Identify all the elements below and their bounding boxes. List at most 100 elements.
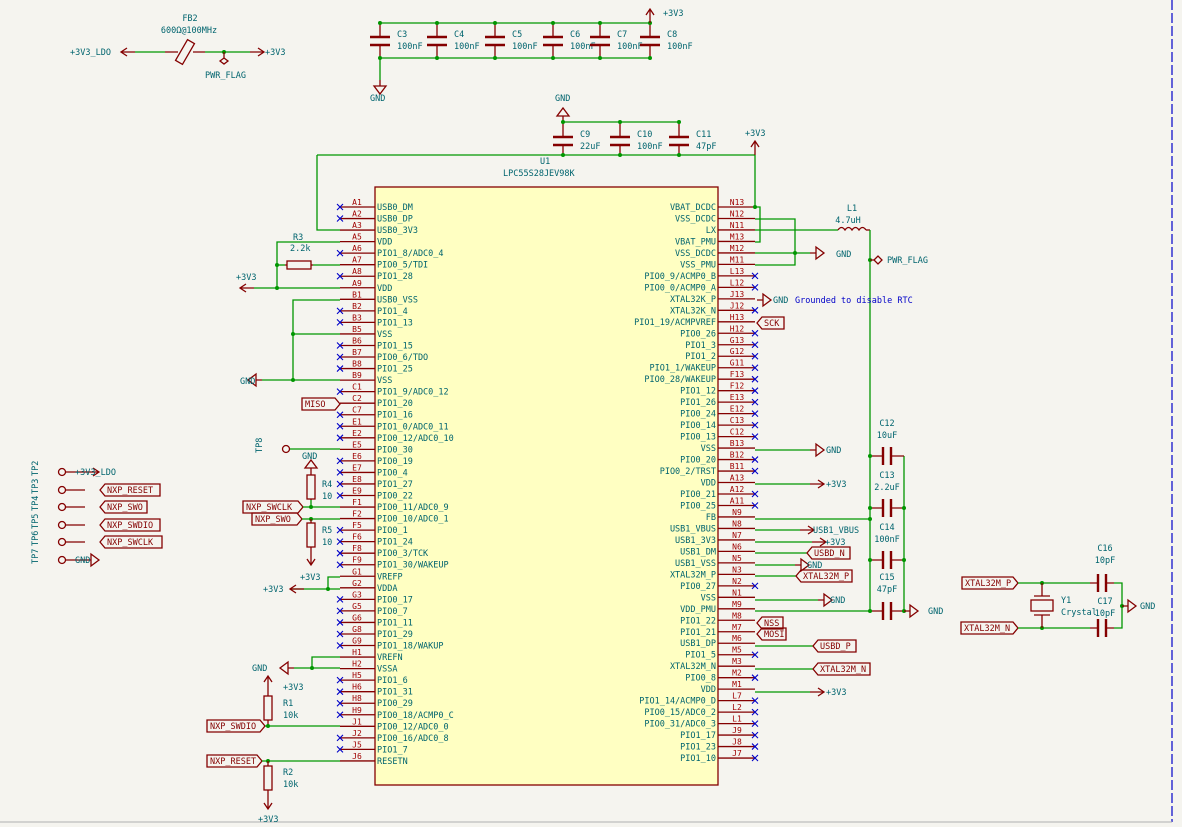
wire[interactable] — [755, 218, 796, 266]
capacitor-icon[interactable] — [485, 35, 505, 47]
capacitor-icon[interactable] — [427, 35, 447, 47]
capacitor-icon[interactable] — [543, 35, 563, 47]
inductor-icon[interactable] — [837, 226, 867, 232]
capacitor-ref: C13 — [879, 471, 894, 481]
test-point-icon[interactable] — [57, 502, 67, 512]
capacitor-ref: C7 — [617, 30, 627, 40]
pin-name: PIO0_20 — [680, 456, 716, 466]
pin-number: A12 — [730, 485, 745, 494]
gnd-symbol-icon — [246, 372, 262, 388]
gnd-symbol-icon — [818, 592, 834, 608]
pin-name: VDD — [701, 685, 716, 695]
nxp-swdio-label[interactable] — [206, 719, 266, 733]
no-connect-icon — [336, 699, 344, 707]
wire[interactable] — [327, 576, 340, 589]
pin-number: E1 — [352, 417, 362, 426]
pin-number: M1 — [732, 680, 742, 689]
capacitor-value: 100nF — [397, 42, 423, 52]
pin-number: A6 — [352, 244, 362, 253]
xtal32m-n-label[interactable] — [960, 621, 1019, 635]
resistor-icon[interactable] — [263, 695, 273, 721]
pin-name: VDD — [377, 284, 392, 294]
pin-number: J13 — [730, 290, 745, 299]
crystal-value: Crystal — [1061, 608, 1097, 618]
crystal-icon[interactable] — [1030, 599, 1054, 612]
xtal32m-n-label[interactable] — [812, 662, 871, 676]
capacitor-icon[interactable] — [590, 35, 610, 47]
resistor-icon[interactable] — [306, 474, 316, 500]
test-point-icon[interactable] — [57, 520, 67, 530]
capacitor-icon[interactable] — [1096, 574, 1108, 592]
wire[interactable] — [311, 656, 340, 668]
pin-number: B3 — [352, 313, 362, 322]
wire[interactable] — [316, 155, 340, 231]
capacitor-icon[interactable] — [881, 602, 893, 620]
ferrite-bead-icon[interactable] — [174, 38, 196, 66]
pin-name: USB0_VSS — [377, 295, 418, 305]
resistor-icon[interactable] — [306, 522, 316, 548]
crystal-lead — [1034, 583, 1050, 628]
capacitor-icon[interactable] — [610, 135, 630, 147]
xtal32m-p-label[interactable] — [795, 569, 853, 583]
u1-body[interactable] — [374, 186, 719, 786]
miso-label[interactable] — [301, 397, 341, 411]
capacitor-icon[interactable] — [881, 551, 893, 569]
pin-number: C1 — [352, 383, 362, 392]
test-point-icon[interactable] — [57, 555, 67, 565]
no-connect-icon — [751, 490, 759, 498]
nxp-swclk-label[interactable] — [99, 535, 163, 549]
pin-number: L7 — [732, 692, 742, 701]
resistor-icon[interactable] — [263, 765, 273, 791]
gnd-label: GND — [75, 556, 90, 566]
no-connect-icon — [751, 467, 759, 475]
power-arrow-icon — [306, 551, 316, 567]
nxp-swo-label[interactable] — [251, 512, 303, 526]
pin-number: E5 — [352, 440, 362, 449]
wire[interactable] — [276, 241, 340, 288]
pin-number: J8 — [732, 738, 742, 747]
usbd-p-label[interactable] — [812, 639, 857, 653]
pin-number: H1 — [352, 648, 362, 657]
capacitor-icon[interactable] — [1096, 619, 1108, 637]
pin-name: PIO0_11/ADC0_9 — [377, 503, 449, 513]
xtal32m-p-label-text: XTAL32M_P — [803, 572, 849, 582]
capacitor-icon[interactable] — [553, 135, 573, 147]
test-point-icon[interactable] — [57, 537, 67, 547]
test-point-icon[interactable] — [281, 444, 291, 454]
pin-number: H12 — [730, 324, 745, 333]
capacitor-ref: C9 — [580, 130, 590, 140]
capacitor-icon[interactable] — [370, 35, 390, 47]
nxp-reset-label[interactable] — [99, 483, 161, 497]
power-arrow-icon — [750, 139, 760, 155]
xtal32m-p-label[interactable] — [961, 576, 1019, 590]
no-connect-icon — [336, 711, 344, 719]
nxp-reset-label[interactable] — [206, 754, 263, 768]
capacitor-icon[interactable] — [881, 447, 893, 465]
pin-number: G8 — [352, 625, 362, 634]
pin-name: VSS — [377, 376, 392, 386]
pin-name: PIO0_24 — [680, 410, 716, 420]
test-point-icon[interactable] — [57, 467, 67, 477]
pin-name: VBAT_DCDC — [670, 203, 716, 213]
no-connect-icon — [336, 688, 344, 696]
pin-name: PIO1_28 — [377, 272, 413, 282]
power-arrow-icon — [85, 467, 101, 477]
pin-name: XTAL32K_P — [670, 295, 716, 305]
resistor-icon[interactable] — [286, 260, 312, 270]
test-point-icon[interactable] — [57, 485, 67, 495]
nxp-swclk-label[interactable] — [242, 500, 304, 514]
nxp-swdio-label[interactable] — [99, 518, 161, 532]
mosi-label[interactable] — [756, 627, 787, 641]
capacitor-icon[interactable] — [881, 499, 893, 517]
wire[interactable] — [292, 299, 340, 380]
usbd-n-label[interactable] — [806, 546, 851, 560]
nxp-swo-label[interactable] — [99, 500, 148, 514]
capacitor-value: 47pF — [877, 585, 897, 595]
no-connect-icon — [751, 398, 759, 406]
wire[interactable] — [755, 206, 761, 243]
capacitor-icon[interactable] — [669, 135, 689, 147]
junction-dot — [598, 56, 602, 60]
sck-label[interactable] — [756, 316, 785, 330]
capacitor-icon[interactable] — [640, 35, 660, 47]
